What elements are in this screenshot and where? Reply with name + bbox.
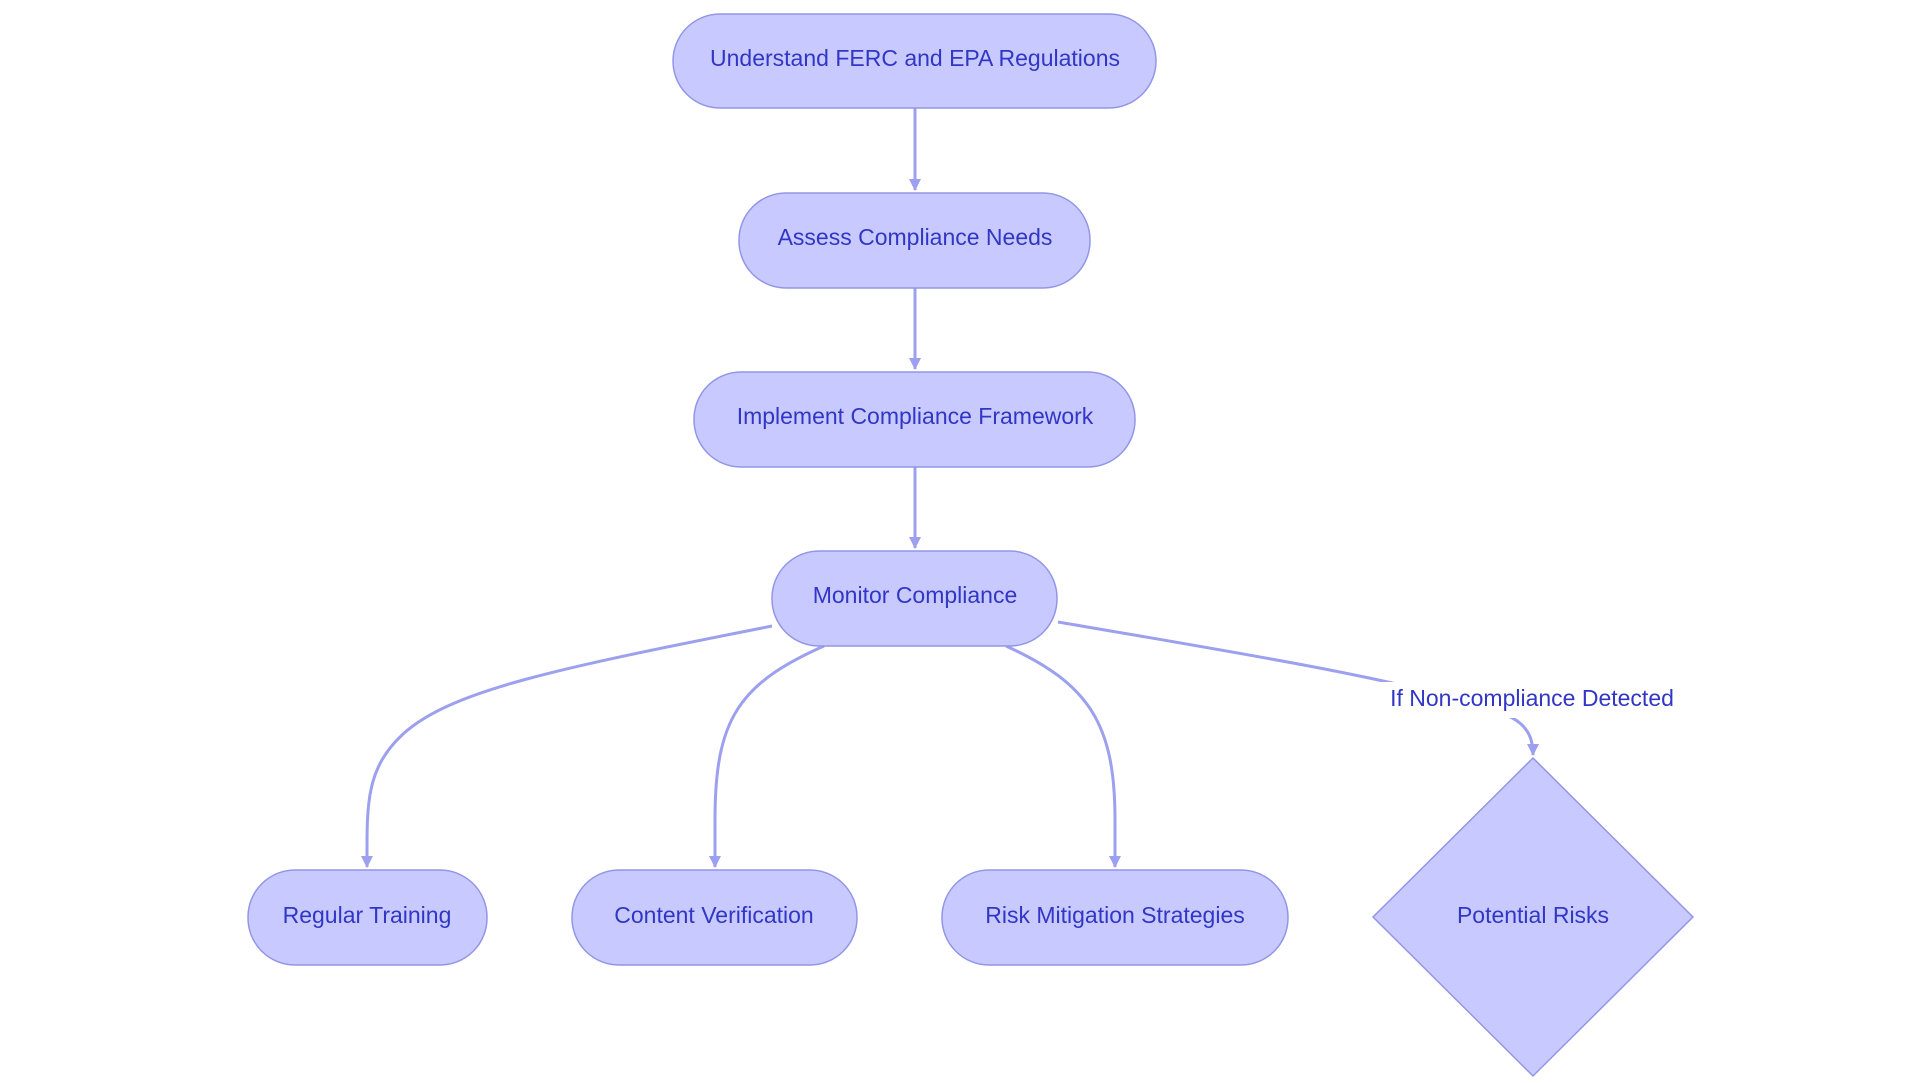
node-potential-risks: Potential Risks bbox=[1371, 756, 1695, 1078]
edge-label-non-compliance: If Non-compliance Detected bbox=[1376, 682, 1688, 718]
node-label: Risk Mitigation Strategies bbox=[985, 902, 1245, 928]
node-implement-framework: Implement Compliance Framework bbox=[693, 371, 1136, 468]
edge-monitor-to-verification bbox=[709, 644, 825, 868]
node-regular-training: Regular Training bbox=[247, 869, 488, 966]
node-label: Implement Compliance Framework bbox=[737, 403, 1094, 429]
edge-monitor-to-mitigation bbox=[1005, 644, 1121, 868]
node-label: Understand FERC and EPA Regulations bbox=[710, 45, 1120, 71]
node-content-verification: Content Verification bbox=[571, 869, 858, 966]
node-monitor-compliance: Monitor Compliance bbox=[771, 550, 1058, 647]
node-label: Monitor Compliance bbox=[813, 582, 1018, 608]
node-label: Potential Risks bbox=[1457, 902, 1609, 928]
node-label: Content Verification bbox=[614, 902, 813, 928]
node-assess-compliance-needs: Assess Compliance Needs bbox=[738, 192, 1091, 289]
edge-monitor-to-training bbox=[360, 624, 773, 868]
node-label: Assess Compliance Needs bbox=[778, 224, 1053, 250]
node-label: Regular Training bbox=[283, 902, 452, 928]
node-risk-mitigation: Risk Mitigation Strategies bbox=[941, 869, 1289, 966]
node-understand-regulations: Understand FERC and EPA Regulations bbox=[672, 13, 1157, 109]
edge-label-text: If Non-compliance Detected bbox=[1390, 685, 1674, 711]
